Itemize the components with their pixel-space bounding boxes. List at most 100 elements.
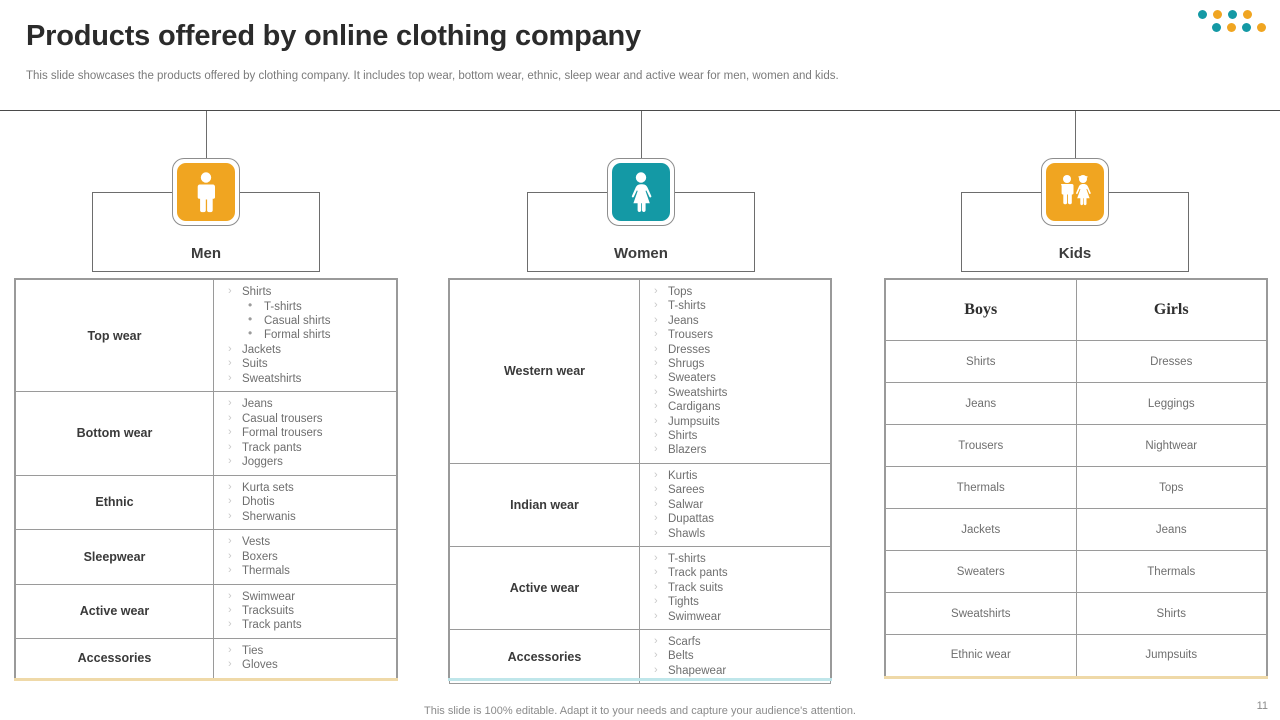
row-category-cell: Ethnic bbox=[15, 474, 214, 531]
table-cell: Shirts bbox=[885, 340, 1077, 384]
chevron-right-icon: › bbox=[654, 313, 658, 326]
table-row: Accessories›Ties›Gloves bbox=[15, 637, 397, 680]
decor-dot bbox=[1243, 10, 1252, 19]
row-category-cell: Bottom wear bbox=[15, 391, 214, 476]
row-items-list: ›Kurtis›Sarees›Salwar›Dupattas›Shawls bbox=[648, 469, 826, 541]
chevron-right-icon: › bbox=[228, 658, 232, 671]
category-icon-wrap-kids[interactable] bbox=[1041, 158, 1109, 226]
chevron-right-icon: › bbox=[654, 342, 658, 355]
category-icon-wrap-men[interactable] bbox=[172, 158, 240, 226]
row-items-cell: ›Jeans›Casual trousers›Formal trousers›T… bbox=[213, 391, 397, 476]
chevron-right-icon: › bbox=[228, 440, 232, 453]
chevron-right-icon: › bbox=[228, 397, 232, 410]
list-item: ›Belts bbox=[654, 649, 694, 663]
bullet-icon: • bbox=[248, 326, 253, 341]
category-label-women: Women bbox=[614, 245, 668, 262]
list-item: ›Tops bbox=[654, 285, 693, 298]
row-category-cell: Indian wear bbox=[449, 462, 640, 547]
women-products-table: Western wear›Tops›T-shirts›Jeans›Trouser… bbox=[448, 278, 832, 685]
row-category-cell: Accessories bbox=[449, 628, 640, 685]
list-item: ›Shawls bbox=[654, 526, 706, 540]
table-cell: Tops bbox=[1075, 466, 1267, 510]
connector-line-kids bbox=[1075, 111, 1076, 159]
row-category-cell: Western wear bbox=[449, 279, 640, 464]
decorative-dots bbox=[1198, 6, 1272, 32]
chevron-right-icon: › bbox=[654, 357, 658, 370]
row-category-cell: Sleepwear bbox=[15, 529, 214, 585]
list-item: ›Sarees bbox=[654, 483, 705, 497]
decor-dot bbox=[1257, 23, 1266, 32]
category-box-kids[interactable] bbox=[961, 192, 1189, 272]
chevron-right-icon: › bbox=[654, 328, 658, 341]
chevron-right-icon: › bbox=[228, 589, 232, 602]
decor-dot bbox=[1228, 10, 1237, 19]
row-category-cell: Top wear bbox=[15, 278, 214, 393]
chevron-right-icon: › bbox=[654, 443, 658, 456]
list-item: ›Gloves bbox=[228, 658, 278, 672]
chevron-right-icon: › bbox=[654, 526, 658, 539]
chevron-right-icon: › bbox=[228, 604, 232, 617]
table-row: Indian wear›Kurtis›Sarees›Salwar›Dupatta… bbox=[449, 462, 831, 547]
chevron-right-icon: › bbox=[654, 566, 658, 579]
row-items-cell: ›Scarfs›Belts›Shapewear bbox=[639, 628, 831, 685]
chevron-right-icon: › bbox=[654, 429, 658, 442]
table-row: Ethnic›Kurta sets›Dhotis›Sherwanis bbox=[15, 474, 397, 531]
chevron-right-icon: › bbox=[654, 400, 658, 413]
row-items-list: ›Ties›Gloves bbox=[222, 644, 392, 673]
list-item: ›Track suits bbox=[654, 580, 724, 594]
column-header: Girls bbox=[1075, 278, 1267, 342]
list-item: ›Track pants bbox=[228, 440, 302, 454]
list-item: ›Jackets bbox=[228, 342, 281, 356]
list-item: ›Cardigans bbox=[654, 400, 721, 414]
list-item: ›Shapewear bbox=[654, 663, 727, 677]
table-cell: Trousers bbox=[885, 424, 1077, 468]
category-label-kids: Kids bbox=[1058, 245, 1092, 262]
chevron-right-icon: › bbox=[654, 371, 658, 384]
list-item: ›Sherwanis bbox=[228, 509, 296, 523]
table-row: Sleepwear›Vests›Boxers›Thermals bbox=[15, 529, 397, 585]
table-cell: Dresses bbox=[1075, 340, 1267, 384]
list-item: ›T-shirts bbox=[654, 299, 706, 313]
women-table-accent bbox=[448, 678, 832, 681]
table-row: Accessories›Scarfs›Belts›Shapewear bbox=[449, 628, 831, 685]
table-row: Active wear›T-shirts›Track pants›Track s… bbox=[449, 545, 831, 630]
chevron-right-icon: › bbox=[654, 483, 658, 496]
list-item: ›Scarfs bbox=[654, 634, 701, 648]
row-items-cell: ›Swimwear›Tracksuits›Track pants bbox=[213, 583, 397, 639]
table-cell: Jeans bbox=[1075, 508, 1267, 552]
list-item: ›Sweatshirts bbox=[228, 371, 302, 385]
bullet-icon: • bbox=[248, 312, 253, 327]
table-cell: Sweatshirts bbox=[885, 592, 1077, 635]
connector-line-women bbox=[641, 111, 642, 159]
list-item: ›Kurta sets bbox=[228, 480, 294, 494]
row-items-cell: ›Vests›Boxers›Thermals bbox=[213, 529, 397, 585]
page-number: 11 bbox=[1256, 700, 1268, 712]
chevron-right-icon: › bbox=[654, 551, 658, 564]
chevron-right-icon: › bbox=[654, 414, 658, 427]
chevron-right-icon: › bbox=[654, 299, 658, 312]
chevron-right-icon: › bbox=[228, 455, 232, 468]
list-item: ›Swimwear bbox=[228, 589, 296, 603]
list-item: ›Suits bbox=[228, 357, 268, 371]
decor-dot bbox=[1213, 10, 1222, 19]
list-item: ›Shirts bbox=[228, 285, 272, 299]
row-items-list: ›Vests›Boxers›Thermals bbox=[222, 535, 392, 578]
list-item: ›Joggers bbox=[228, 455, 283, 469]
list-item: ›Jeans bbox=[228, 397, 273, 411]
list-item: ›Swimwear bbox=[654, 609, 722, 623]
category-icon-wrap-women[interactable] bbox=[607, 158, 675, 226]
chevron-right-icon: › bbox=[228, 535, 232, 548]
chevron-right-icon: › bbox=[654, 285, 658, 297]
list-item: ›Track pants bbox=[228, 618, 302, 632]
chevron-right-icon: › bbox=[654, 663, 658, 676]
row-items-list: ›T-shirts›Track pants›Track suits›Tights… bbox=[648, 552, 826, 624]
chevron-right-icon: › bbox=[654, 512, 658, 525]
row-category-cell: Active wear bbox=[449, 545, 640, 630]
list-item: ›Jeans bbox=[654, 313, 699, 327]
chevron-right-icon: › bbox=[654, 634, 658, 647]
